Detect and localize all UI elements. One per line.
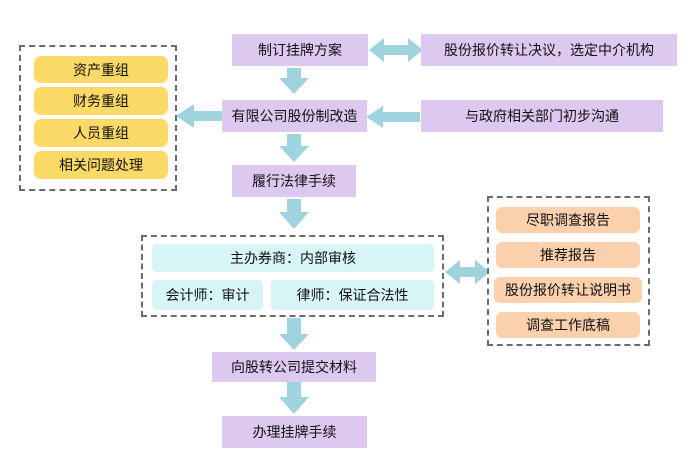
restructure-item-finance: 财务重组 — [34, 87, 168, 115]
arrow-down-4 — [279, 318, 309, 350]
step-legal-procedures: 履行法律手续 — [232, 165, 356, 197]
resolution-box: 股份报价转让决议，选定中介机构 — [421, 34, 677, 66]
review-lawyer-box: 律师：保证合法性 — [271, 280, 434, 310]
report-label: 股份报价转让说明书 — [505, 283, 631, 299]
step-restructure-company-label: 有限公司股份制改造 — [231, 109, 358, 125]
report-due-diligence: 尽职调查报告 — [496, 207, 640, 233]
step-make-plan: 制订挂牌方案 — [232, 34, 368, 66]
report-label: 推荐报告 — [540, 248, 596, 264]
restructure-item-label: 人员重组 — [73, 126, 129, 142]
arrow-down-3 — [279, 199, 309, 229]
restructure-item-label: 相关问题处理 — [59, 158, 143, 174]
arrow-left-government — [366, 106, 420, 128]
report-transfer-prospectus: 股份报价转让说明书 — [494, 277, 642, 303]
report-working-papers: 调查工作底稿 — [496, 312, 640, 338]
step-restructure-company: 有限公司股份制改造 — [222, 100, 367, 132]
arrow-down-5 — [279, 382, 309, 414]
restructure-group — [19, 45, 177, 191]
step-make-plan-label: 制订挂牌方案 — [258, 43, 342, 59]
review-lawyer-label: 律师：保证合法性 — [296, 288, 409, 304]
step-legal-procedures-label: 履行法律手续 — [252, 174, 336, 190]
step-submit-materials-label: 向股转公司提交材料 — [231, 360, 357, 376]
arrow-down-2 — [279, 134, 309, 162]
review-accountant-box: 会计师：审计 — [152, 280, 263, 310]
double-arrow-reports — [445, 260, 490, 284]
review-accountant-label: 会计师：审计 — [165, 288, 250, 304]
government-box: 与政府相关部门初步沟通 — [421, 100, 663, 132]
reports-group — [487, 196, 650, 346]
restructure-item-assets: 资产重组 — [34, 56, 168, 83]
report-label: 调查工作底稿 — [526, 318, 610, 334]
government-label: 与政府相关部门初步沟通 — [465, 109, 619, 125]
step-listing-procedures-label: 办理挂牌手续 — [252, 425, 337, 441]
review-group — [141, 235, 444, 317]
restructure-item-issues: 相关问题处理 — [34, 151, 168, 179]
step-listing-procedures: 办理挂牌手续 — [222, 416, 367, 448]
restructure-item-label: 财务重组 — [73, 94, 129, 110]
review-lead-label: 主办券商：内部审核 — [230, 251, 356, 267]
report-recommendation: 推荐报告 — [496, 242, 640, 268]
arrow-down-1 — [279, 68, 309, 94]
arrow-left-restructure — [176, 104, 222, 128]
step-submit-materials: 向股转公司提交材料 — [212, 352, 376, 382]
double-arrow-resolution — [369, 38, 423, 62]
restructure-item-label: 资产重组 — [73, 62, 129, 79]
review-lead-box: 主办券商：内部审核 — [152, 244, 434, 272]
restructure-item-personnel: 人员重组 — [34, 119, 168, 147]
resolution-label: 股份报价转让决议，选定中介机构 — [444, 43, 654, 59]
report-label: 尽职调查报告 — [526, 213, 610, 229]
